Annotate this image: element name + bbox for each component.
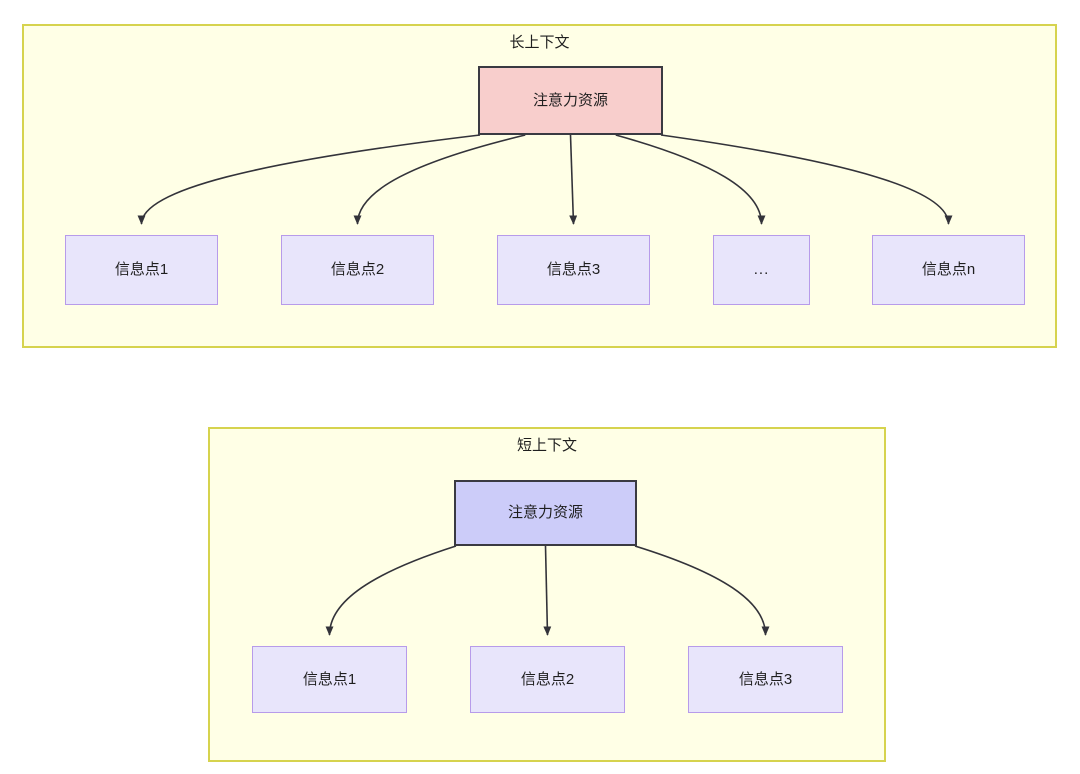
node-info-point-2-long[interactable]: 信息点2 [281, 235, 434, 305]
node-label: 信息点2 [330, 261, 385, 278]
node-info-point-ellipsis-long[interactable]: ... [713, 235, 810, 305]
node-label: 信息点1 [302, 670, 357, 688]
node-info-point-1-long[interactable]: 信息点1 [65, 235, 218, 305]
node-label: 信息点3 [738, 670, 793, 688]
group-title-short-context: 短上下文 [516, 437, 577, 454]
node-info-point-2-short[interactable]: 信息点2 [470, 646, 625, 713]
node-attention-resource-short[interactable]: 注意力资源 [454, 480, 637, 546]
node-label: ... [753, 261, 770, 278]
group-title-long-context: 长上下文 [509, 34, 570, 51]
node-label: 注意力资源 [507, 504, 583, 521]
node-label: 信息点1 [114, 261, 169, 278]
node-label: 信息点2 [520, 670, 575, 688]
node-info-point-1-short[interactable]: 信息点1 [252, 646, 407, 713]
node-info-point-3-long[interactable]: 信息点3 [497, 235, 650, 305]
node-attention-resource-long[interactable]: 注意力资源 [478, 66, 663, 135]
node-info-point-3-short[interactable]: 信息点3 [688, 646, 843, 713]
node-info-point-n-long[interactable]: 信息点n [872, 235, 1025, 305]
node-label: 信息点3 [546, 261, 601, 278]
node-label: 注意力资源 [532, 91, 608, 109]
node-label: 信息点n [921, 261, 976, 278]
